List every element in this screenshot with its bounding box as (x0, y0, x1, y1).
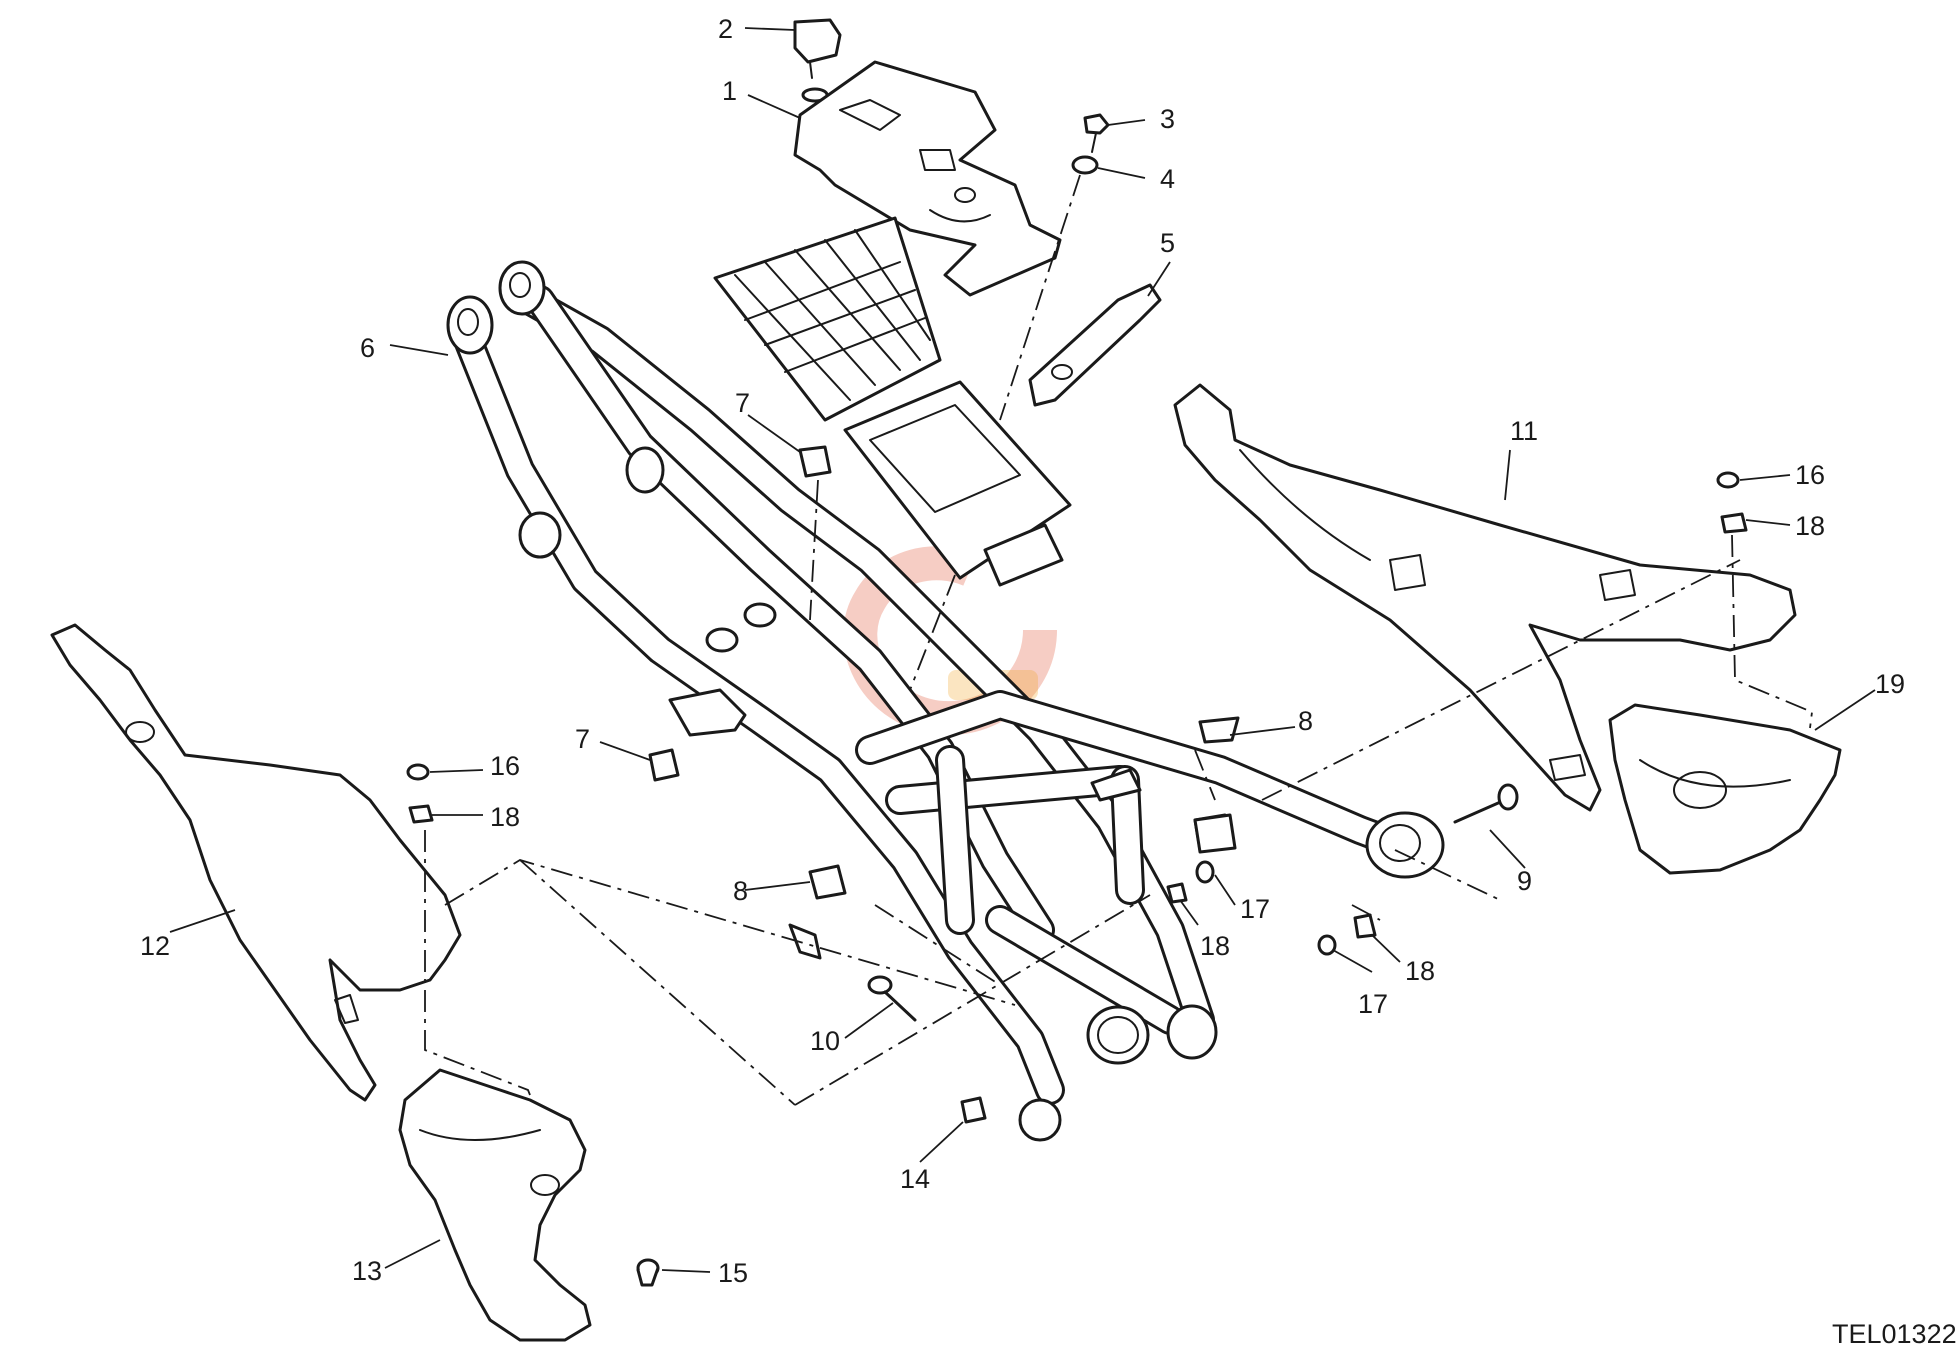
callout-1: 1 (722, 76, 737, 106)
part-ecu-tray (713, 216, 1072, 587)
callout-11: 11 (1510, 416, 1538, 446)
callout-labels: 2 1 3 4 5 6 7 7 8 8 9 10 11 12 13 14 15 … (140, 14, 1905, 1288)
callout-18-rear: 18 (1405, 956, 1435, 986)
part-grommet-left (808, 864, 847, 900)
part-subframe (446, 260, 1445, 1142)
part-clip-upper (798, 445, 832, 478)
part-hook (1028, 283, 1162, 407)
callout-9: 9 (1517, 866, 1532, 896)
callout-6: 6 (360, 333, 375, 363)
callout-18-left: 18 (490, 802, 520, 832)
callout-13: 13 (352, 1256, 382, 1286)
part-grommet-right (1198, 716, 1240, 744)
part-left-cover (398, 1068, 592, 1342)
part-right-side-panel (1173, 383, 1797, 812)
callout-15: 15 (718, 1258, 748, 1288)
part-fastener-left (406, 763, 434, 824)
callout-18-right: 18 (1795, 511, 1825, 541)
callout-17-rear: 17 (1358, 989, 1388, 1019)
part-fastener-right (1716, 471, 1748, 534)
part-bushing (636, 1258, 660, 1287)
part-fastener-mid (1166, 860, 1215, 904)
part-knob (793, 18, 842, 103)
callout-16-left: 16 (490, 751, 520, 781)
part-washer (1071, 155, 1099, 175)
callout-8-right: 8 (1298, 706, 1313, 736)
callout-8-left: 8 (733, 876, 748, 906)
part-bracket (793, 60, 1062, 297)
part-rear-bolt (1453, 783, 1519, 824)
callout-17-mid: 17 (1240, 894, 1270, 924)
part-grommet-small (960, 1096, 987, 1124)
callout-18-mid: 18 (1200, 931, 1230, 961)
callout-7-upper: 7 (735, 388, 750, 418)
part-grommet-right-base (1193, 813, 1237, 854)
part-clip-lower (648, 748, 680, 782)
callout-5: 5 (1160, 228, 1175, 258)
callout-3: 3 (1160, 104, 1175, 134)
drawing-code: TEL01322 (1832, 1319, 1957, 1349)
part-grommet-left-cap (788, 923, 822, 960)
callout-4: 4 (1160, 164, 1175, 194)
callout-10: 10 (810, 1026, 840, 1056)
part-right-cover (1608, 703, 1842, 875)
callout-14: 14 (900, 1164, 930, 1194)
assembly-lines (424, 174, 1813, 1106)
callout-19: 19 (1875, 669, 1905, 699)
part-fastener-rear (1317, 913, 1377, 956)
callout-7-lower: 7 (575, 724, 590, 754)
callout-2: 2 (718, 14, 733, 44)
leader-lines (169, 27, 1876, 1273)
callout-12: 12 (140, 931, 170, 961)
callout-16-right: 16 (1795, 460, 1825, 490)
part-screw (1083, 113, 1110, 153)
part-left-side-panel (50, 623, 462, 1102)
part-mount-bolt (867, 975, 917, 1022)
